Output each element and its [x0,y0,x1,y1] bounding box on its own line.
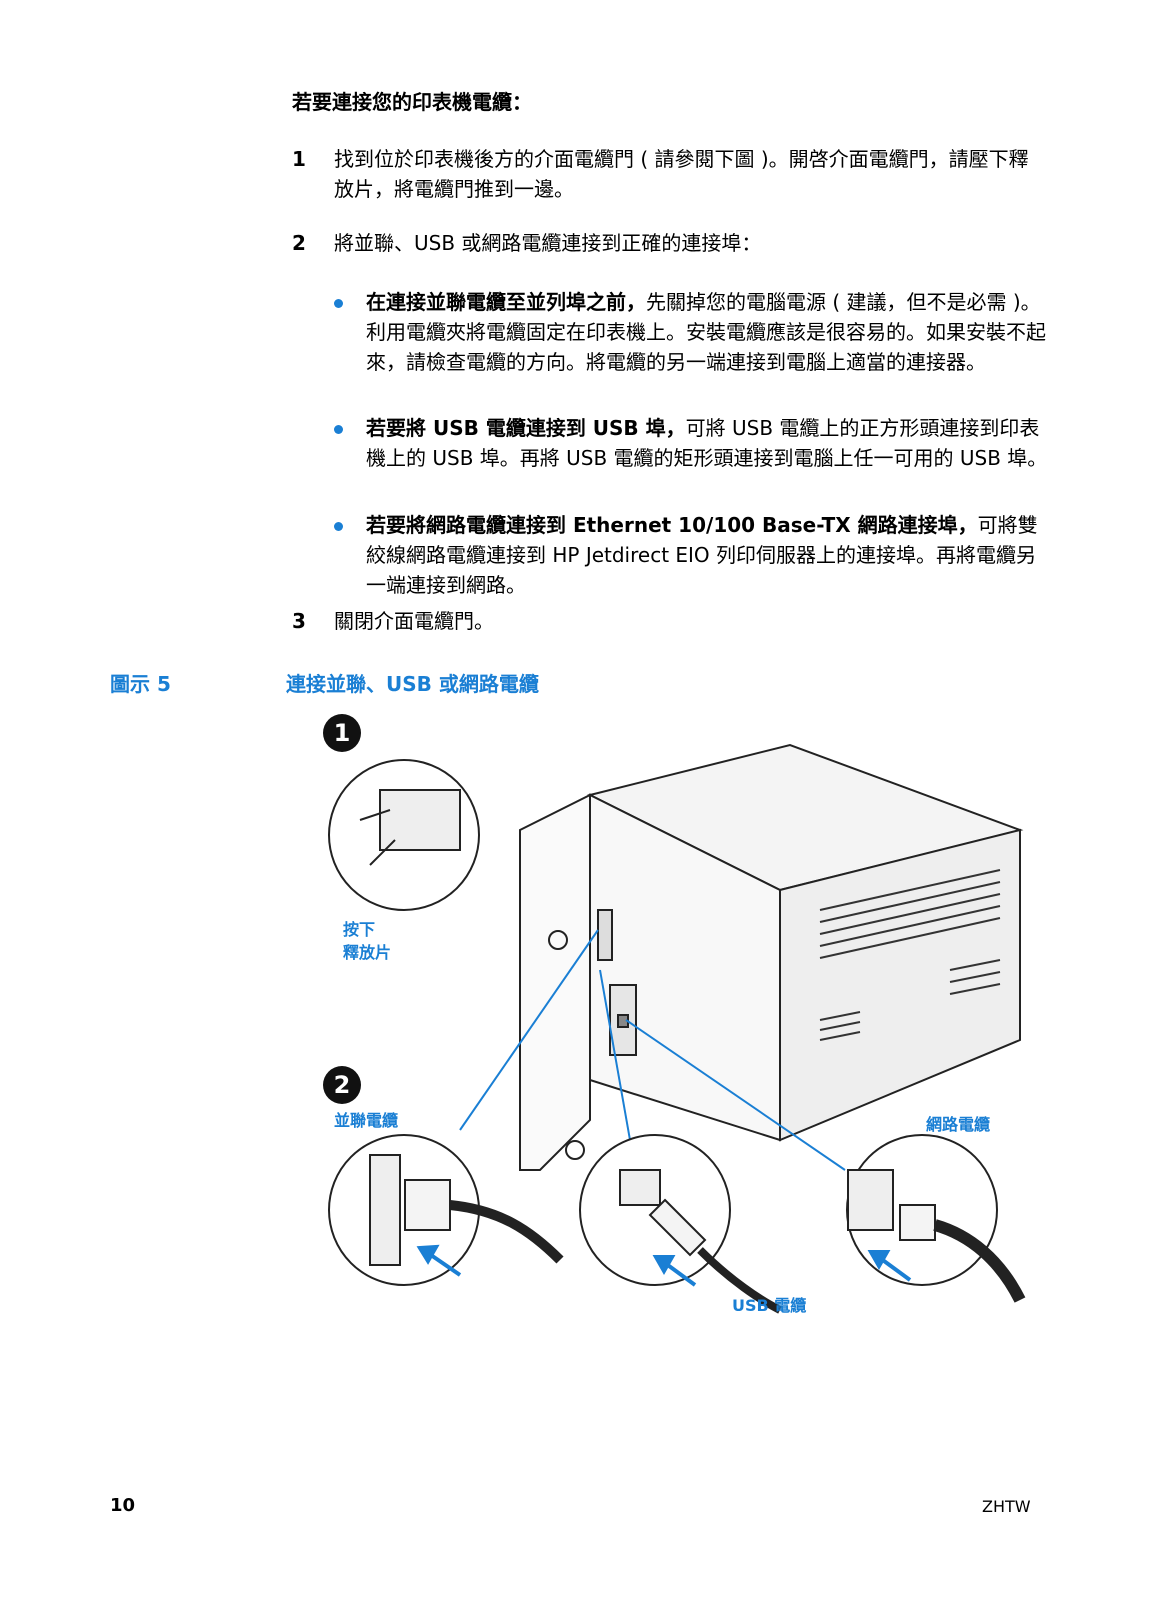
screw [565,1140,585,1160]
bullet-parallel: 在連接並聯電纜至並列埠之前，先關掉您的電腦電源 ( 建議，但不是必需 )。利用電… [334,287,1054,407]
label-press: 按下 [343,920,376,939]
callout-2: 2 [323,1066,361,1104]
step-text: 將並聯、USB 或網路電纜連接到正確的連接埠： [334,231,762,255]
bullet-lead: 若要將 USB 電纜連接到 USB 埠， [366,416,686,440]
label-parallel-cable: 並聯電纜 [334,1111,399,1130]
bullet-dot [334,299,343,308]
figure-title: 連接並聯、USB 或網路電纜 [286,672,539,696]
bullet-lead: 若要將網路電纜連接到 Ethernet 10/100 Base-TX 網路連接埠… [366,513,978,537]
bullet-dot [334,522,343,531]
bullet-network: 若要將網路電纜連接到 Ethernet 10/100 Base-TX 網路連接埠… [334,510,1054,600]
footer-language: ZHTW [982,1497,1031,1516]
callout-1: 1 [323,714,361,752]
step-text: 找到位於印表機後方的介面電纜門 ( 請參閱下圖 )。開啓介面電纜門，請壓下釋放片… [334,147,1029,201]
label-network-cable: 網路電纜 [926,1115,991,1134]
step-text: 關閉介面電纜門。 [334,609,494,633]
bullet-text: 先關掉您的電腦電源 ( 建議，但不是必需 )。利用電纜夾將電纜固定在印表機上。安… [366,290,1046,374]
printer-cable-illustration [328,743,1026,1314]
leader-network [625,1019,846,1171]
step-number: 1 [292,147,306,171]
bullet-dot [334,425,343,434]
bullet-text: 可將雙絞線網路電纜連接到 HP Jetdirect EIO 列印伺服器上的連接埠… [366,513,1038,597]
page-number: 10 [110,1495,136,1516]
bullet-text: 可將 USB 電纜上的正方形頭連接到印表機上的 USB 埠。再將 USB 電纜的… [366,416,1048,470]
instructions-heading: 若要連接您的印表機電纜： [292,90,532,114]
parallel-port [597,909,613,961]
screw [548,930,568,950]
figure-label: 圖示 5 [110,672,171,696]
leader-parallel [459,929,599,1131]
step-number: 2 [292,231,306,255]
label-release-tab: 釋放片 [343,943,392,962]
bullet-lead: 在連接並聯電纜至並列埠之前， [366,290,646,314]
label-usb-cable: USB 電纜 [732,1296,807,1315]
bullet-usb: 若要將 USB 電纜連接到 USB 埠，可將 USB 電纜上的正方形頭連接到印表… [334,413,1054,503]
step-number: 3 [292,609,306,633]
leader-usb [599,969,631,1141]
interface-door [519,793,591,1171]
vents [819,869,1001,1041]
